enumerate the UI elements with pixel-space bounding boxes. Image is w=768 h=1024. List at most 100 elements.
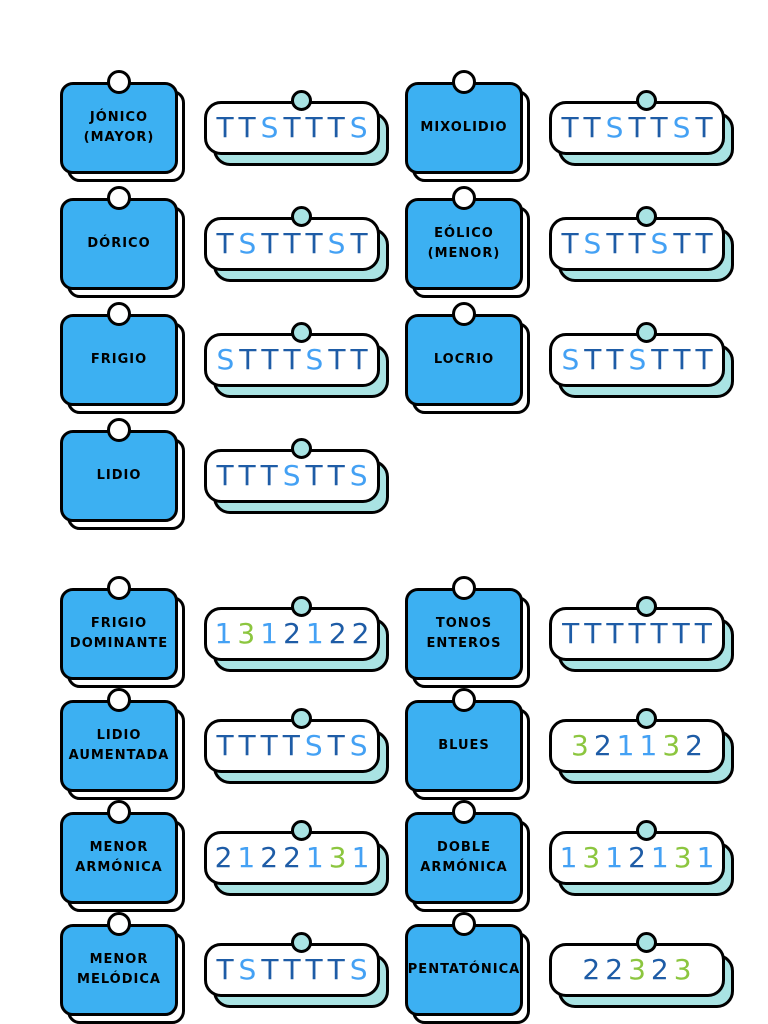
mode-label: EÓLICO (MENOR) — [427, 225, 501, 261]
step-char: T — [584, 343, 602, 376]
pin-icon — [452, 912, 476, 936]
pin-icon — [636, 708, 657, 729]
pin-icon — [636, 820, 657, 841]
pin-icon — [636, 322, 657, 343]
step-char: S — [238, 227, 257, 260]
pin-icon — [107, 418, 131, 442]
step-char: S — [216, 343, 235, 376]
mode-label: MENOR ARMÓNICA — [75, 839, 163, 875]
mode-label: DOBLE ARMÓNICA — [420, 839, 508, 875]
step-char: 1 — [650, 841, 669, 874]
step-char: S — [628, 343, 647, 376]
pin-icon — [291, 90, 312, 111]
step-char: S — [650, 227, 669, 260]
pin-icon — [636, 206, 657, 227]
step-char: 3 — [571, 729, 589, 762]
mode-card-lidio-aumentada: LIDIO AUMENTADA — [60, 688, 185, 800]
mode-card-jonico: JÓNICO (MAYOR) — [60, 70, 185, 182]
pin-icon — [291, 438, 312, 459]
step-char: T — [327, 111, 345, 144]
step-char: T — [305, 227, 323, 260]
step-char: T — [695, 111, 713, 144]
step-char: S — [305, 343, 324, 376]
step-char: S — [583, 227, 602, 260]
mode-card-eolico: EÓLICO (MENOR) — [405, 186, 530, 298]
mode-label: DÓRICO — [87, 235, 151, 251]
mode-label: LIDIO AUMENTADA — [68, 727, 170, 763]
step-char: T — [584, 617, 602, 650]
step-char: S — [282, 459, 301, 492]
step-char: 2 — [605, 953, 624, 986]
step-char: S — [349, 953, 368, 986]
step-char: T — [216, 729, 234, 762]
mode-card-blues: BLUES — [405, 688, 530, 800]
step-char: 3 — [662, 729, 681, 762]
step-char: 2 — [593, 729, 612, 762]
pin-icon — [636, 596, 657, 617]
step-char: S — [304, 729, 323, 762]
pin-icon — [107, 688, 131, 712]
mode-card-dorico: DÓRICO — [60, 186, 185, 298]
step-char: T — [238, 111, 256, 144]
pin-icon — [291, 596, 312, 617]
step-char: T — [350, 227, 368, 260]
step-char: 2 — [351, 617, 370, 650]
step-char: T — [283, 343, 301, 376]
pin-icon — [452, 688, 476, 712]
mode-label: BLUES — [438, 737, 490, 753]
step-char: T — [651, 343, 669, 376]
step-char: T — [350, 343, 368, 376]
step-char: S — [349, 111, 368, 144]
pin-icon — [107, 912, 131, 936]
mode-card-locrio: LOCRIO — [405, 302, 530, 414]
step-char: T — [628, 111, 646, 144]
step-char: S — [349, 729, 368, 762]
step-char: T — [694, 617, 712, 650]
mode-label: MIXOLIDIO — [420, 119, 508, 135]
step-char: 1 — [260, 617, 279, 650]
pin-icon — [107, 576, 131, 600]
mode-card-menor-armonica: MENOR ARMÓNICA — [60, 800, 185, 912]
pin-icon — [452, 800, 476, 824]
step-char: T — [650, 111, 668, 144]
mode-label: FRIGIO DOMINANTE — [69, 615, 169, 651]
mode-card-tonos-enteros: TONOS ENTEROS — [405, 576, 530, 688]
step-char: 2 — [283, 841, 301, 874]
step-char: T — [606, 227, 624, 260]
step-char: T — [328, 343, 346, 376]
step-char: S — [238, 953, 257, 986]
step-char: T — [282, 729, 300, 762]
pin-icon — [291, 322, 312, 343]
mode-label: JÓNICO (MAYOR) — [83, 109, 155, 145]
step-char: T — [695, 343, 713, 376]
step-char: T — [672, 617, 690, 650]
pin-icon — [636, 90, 657, 111]
mode-label: MENOR MELÓDICA — [77, 951, 161, 987]
step-char: 2 — [650, 953, 669, 986]
step-char: T — [283, 227, 301, 260]
